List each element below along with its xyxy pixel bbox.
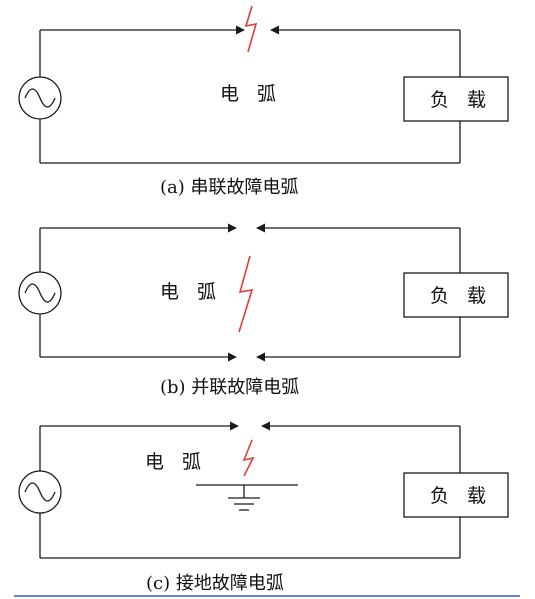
arc-label: 电 弧: [160, 281, 222, 303]
ac-source-icon: [18, 470, 62, 514]
load-box: [403, 76, 509, 122]
ac-source-icon: [18, 76, 62, 120]
arc-spark-icon: [244, 5, 258, 53]
circuit-wires: [39, 223, 461, 362]
load-box: [403, 472, 509, 518]
panel-c-ground-arc: 电 弧 负 载 (c) 接地故障电弧: [18, 421, 509, 594]
panel-a-series-arc: 电 弧 负 载 (a) 串联故障电弧: [18, 5, 509, 198]
load-label: 负 载: [430, 285, 492, 307]
ac-source-icon: [18, 271, 62, 315]
load-label: 负 载: [430, 485, 492, 507]
load-label: 负 载: [430, 89, 492, 111]
panel-b-parallel-arc: 电 弧 负 载 (b) 并联故障电弧: [18, 223, 509, 398]
circuit-wires: [39, 25, 461, 164]
ground-icon: [196, 484, 298, 511]
circuit-wires: [39, 421, 461, 559]
caption-b: (b) 并联故障电弧: [160, 377, 299, 398]
arc-spark-icon: [238, 255, 254, 333]
caption-c: (c) 接地故障电弧: [146, 573, 284, 594]
arc-spark-icon: [242, 439, 255, 477]
arc-label: 电 弧: [220, 83, 282, 105]
arc-label: 电 弧: [145, 451, 207, 473]
load-box: [403, 272, 509, 318]
caption-a: (a) 串联故障电弧: [160, 177, 299, 198]
